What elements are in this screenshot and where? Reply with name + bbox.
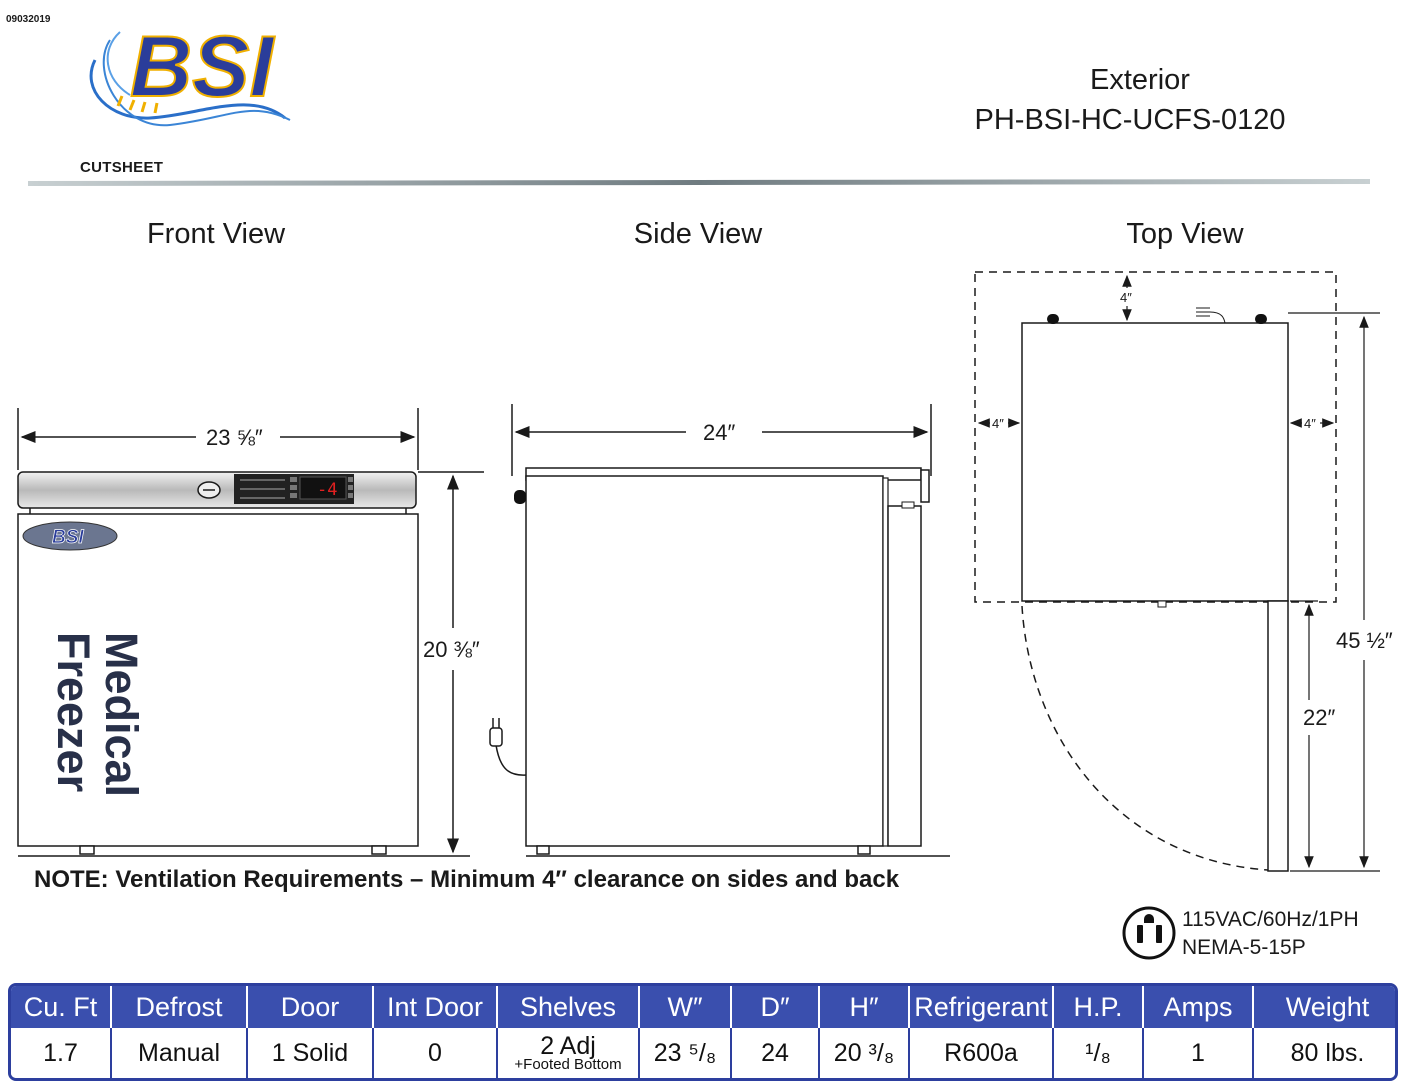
temp-display: -4 xyxy=(317,480,337,500)
top-view-drawing: 4″ 4″ 4″ 22″ 45 ½″ xyxy=(974,271,1393,872)
power-specs: 115VAC/60Hz/1PH NEMA-5-15P xyxy=(1182,906,1359,962)
top-view-title: Top View xyxy=(1126,218,1244,250)
right-clearance-dim: 4″ xyxy=(1304,416,1316,431)
spec-header: Cu. Ft xyxy=(11,986,112,1028)
front-view-drawing: 23 ⅝″ -4 BSI Medical Freezer 20 ⅜″ xyxy=(17,408,484,857)
plug-icon xyxy=(489,727,503,747)
nema-5-15-outlet-icon xyxy=(1122,906,1176,960)
spec-cell: 80 lbs. xyxy=(1253,1028,1395,1078)
spec-cell: 0 xyxy=(373,1028,498,1078)
bsi-badge xyxy=(22,521,118,551)
back-clearance-dim: 4″ xyxy=(1120,290,1132,305)
side-view-drawing: 24″ xyxy=(489,404,950,857)
document-code: 09032019 xyxy=(6,14,51,25)
shelves-note: +Footed Bottom xyxy=(514,1056,622,1073)
spec-header: Refrigerant xyxy=(909,986,1054,1028)
spec-cell: 20 ³/₈ xyxy=(819,1028,910,1078)
spec-header: H.P. xyxy=(1053,986,1144,1028)
power-voltage: 115VAC/60Hz/1PH xyxy=(1182,908,1359,931)
logo-text: BSI xyxy=(130,19,275,115)
left-clearance-dim: 4″ xyxy=(992,416,1004,431)
spec-value-row: 1.7 Manual 1 Solid 0 2 Adj +Footed Botto… xyxy=(11,1028,1395,1078)
door-swing-dim: 22″ xyxy=(1303,705,1335,730)
spec-cell: 1 xyxy=(1143,1028,1254,1078)
spec-header: Weight xyxy=(1253,986,1395,1028)
spec-header-row: Cu. Ft Defrost Door Int Door Shelves W″ … xyxy=(11,986,1395,1028)
label-freezer: Freezer xyxy=(48,632,99,792)
side-depth-dim: 24″ xyxy=(703,420,735,445)
spec-header: D″ xyxy=(731,986,820,1028)
front-view-title: Front View xyxy=(146,218,286,250)
shelves-value: 2 Adj xyxy=(540,1032,596,1060)
spec-header: Door xyxy=(247,986,374,1028)
cutsheet-label: CUTSHEET xyxy=(80,159,164,176)
page-title: Exterior xyxy=(1090,64,1190,96)
side-view-title: Side View xyxy=(633,218,763,250)
clearance-boundary xyxy=(974,271,1337,603)
spec-cell: ¹/₈ xyxy=(1053,1028,1144,1078)
model-number: PH-BSI-HC-UCFS-0120 xyxy=(974,104,1286,136)
spec-cell: 1 Solid xyxy=(247,1028,374,1078)
door-swing-arc xyxy=(1021,605,1269,871)
bsi-logo: BSI xyxy=(89,18,291,127)
header-rule xyxy=(28,179,1370,186)
power-plug-type: NEMA-5-15P xyxy=(1182,936,1306,959)
spec-header: Amps xyxy=(1143,986,1254,1028)
ventilation-note: NOTE: Ventilation Requirements – Minimum… xyxy=(34,866,900,893)
spec-cell: Manual xyxy=(111,1028,248,1078)
spec-cell-shelves: 2 Adj +Footed Bottom xyxy=(497,1028,640,1078)
spec-header: H″ xyxy=(819,986,910,1028)
spec-header: Int Door xyxy=(373,986,498,1028)
cord-icon xyxy=(1196,311,1226,324)
total-depth-dim: 45 ½″ xyxy=(1336,628,1393,653)
spec-header: Shelves xyxy=(497,986,640,1028)
spec-header: W″ xyxy=(639,986,732,1028)
spec-table: Cu. Ft Defrost Door Int Door Shelves W″ … xyxy=(8,983,1398,1081)
spec-cell: 23 ⁵/₈ xyxy=(639,1028,732,1078)
spec-header: Defrost xyxy=(111,986,248,1028)
spec-cell: 1.7 xyxy=(11,1028,112,1078)
front-width-dim: 23 ⅝″ xyxy=(206,425,263,450)
door-handle xyxy=(514,490,526,504)
badge-text: BSI xyxy=(52,527,84,548)
label-medical: Medical xyxy=(96,632,147,797)
door-open xyxy=(1267,600,1289,872)
power-cord xyxy=(495,744,527,776)
front-height-dim: 20 ⅜″ xyxy=(423,637,480,662)
spec-cell: R600a xyxy=(909,1028,1054,1078)
spec-cell: 24 xyxy=(731,1028,820,1078)
